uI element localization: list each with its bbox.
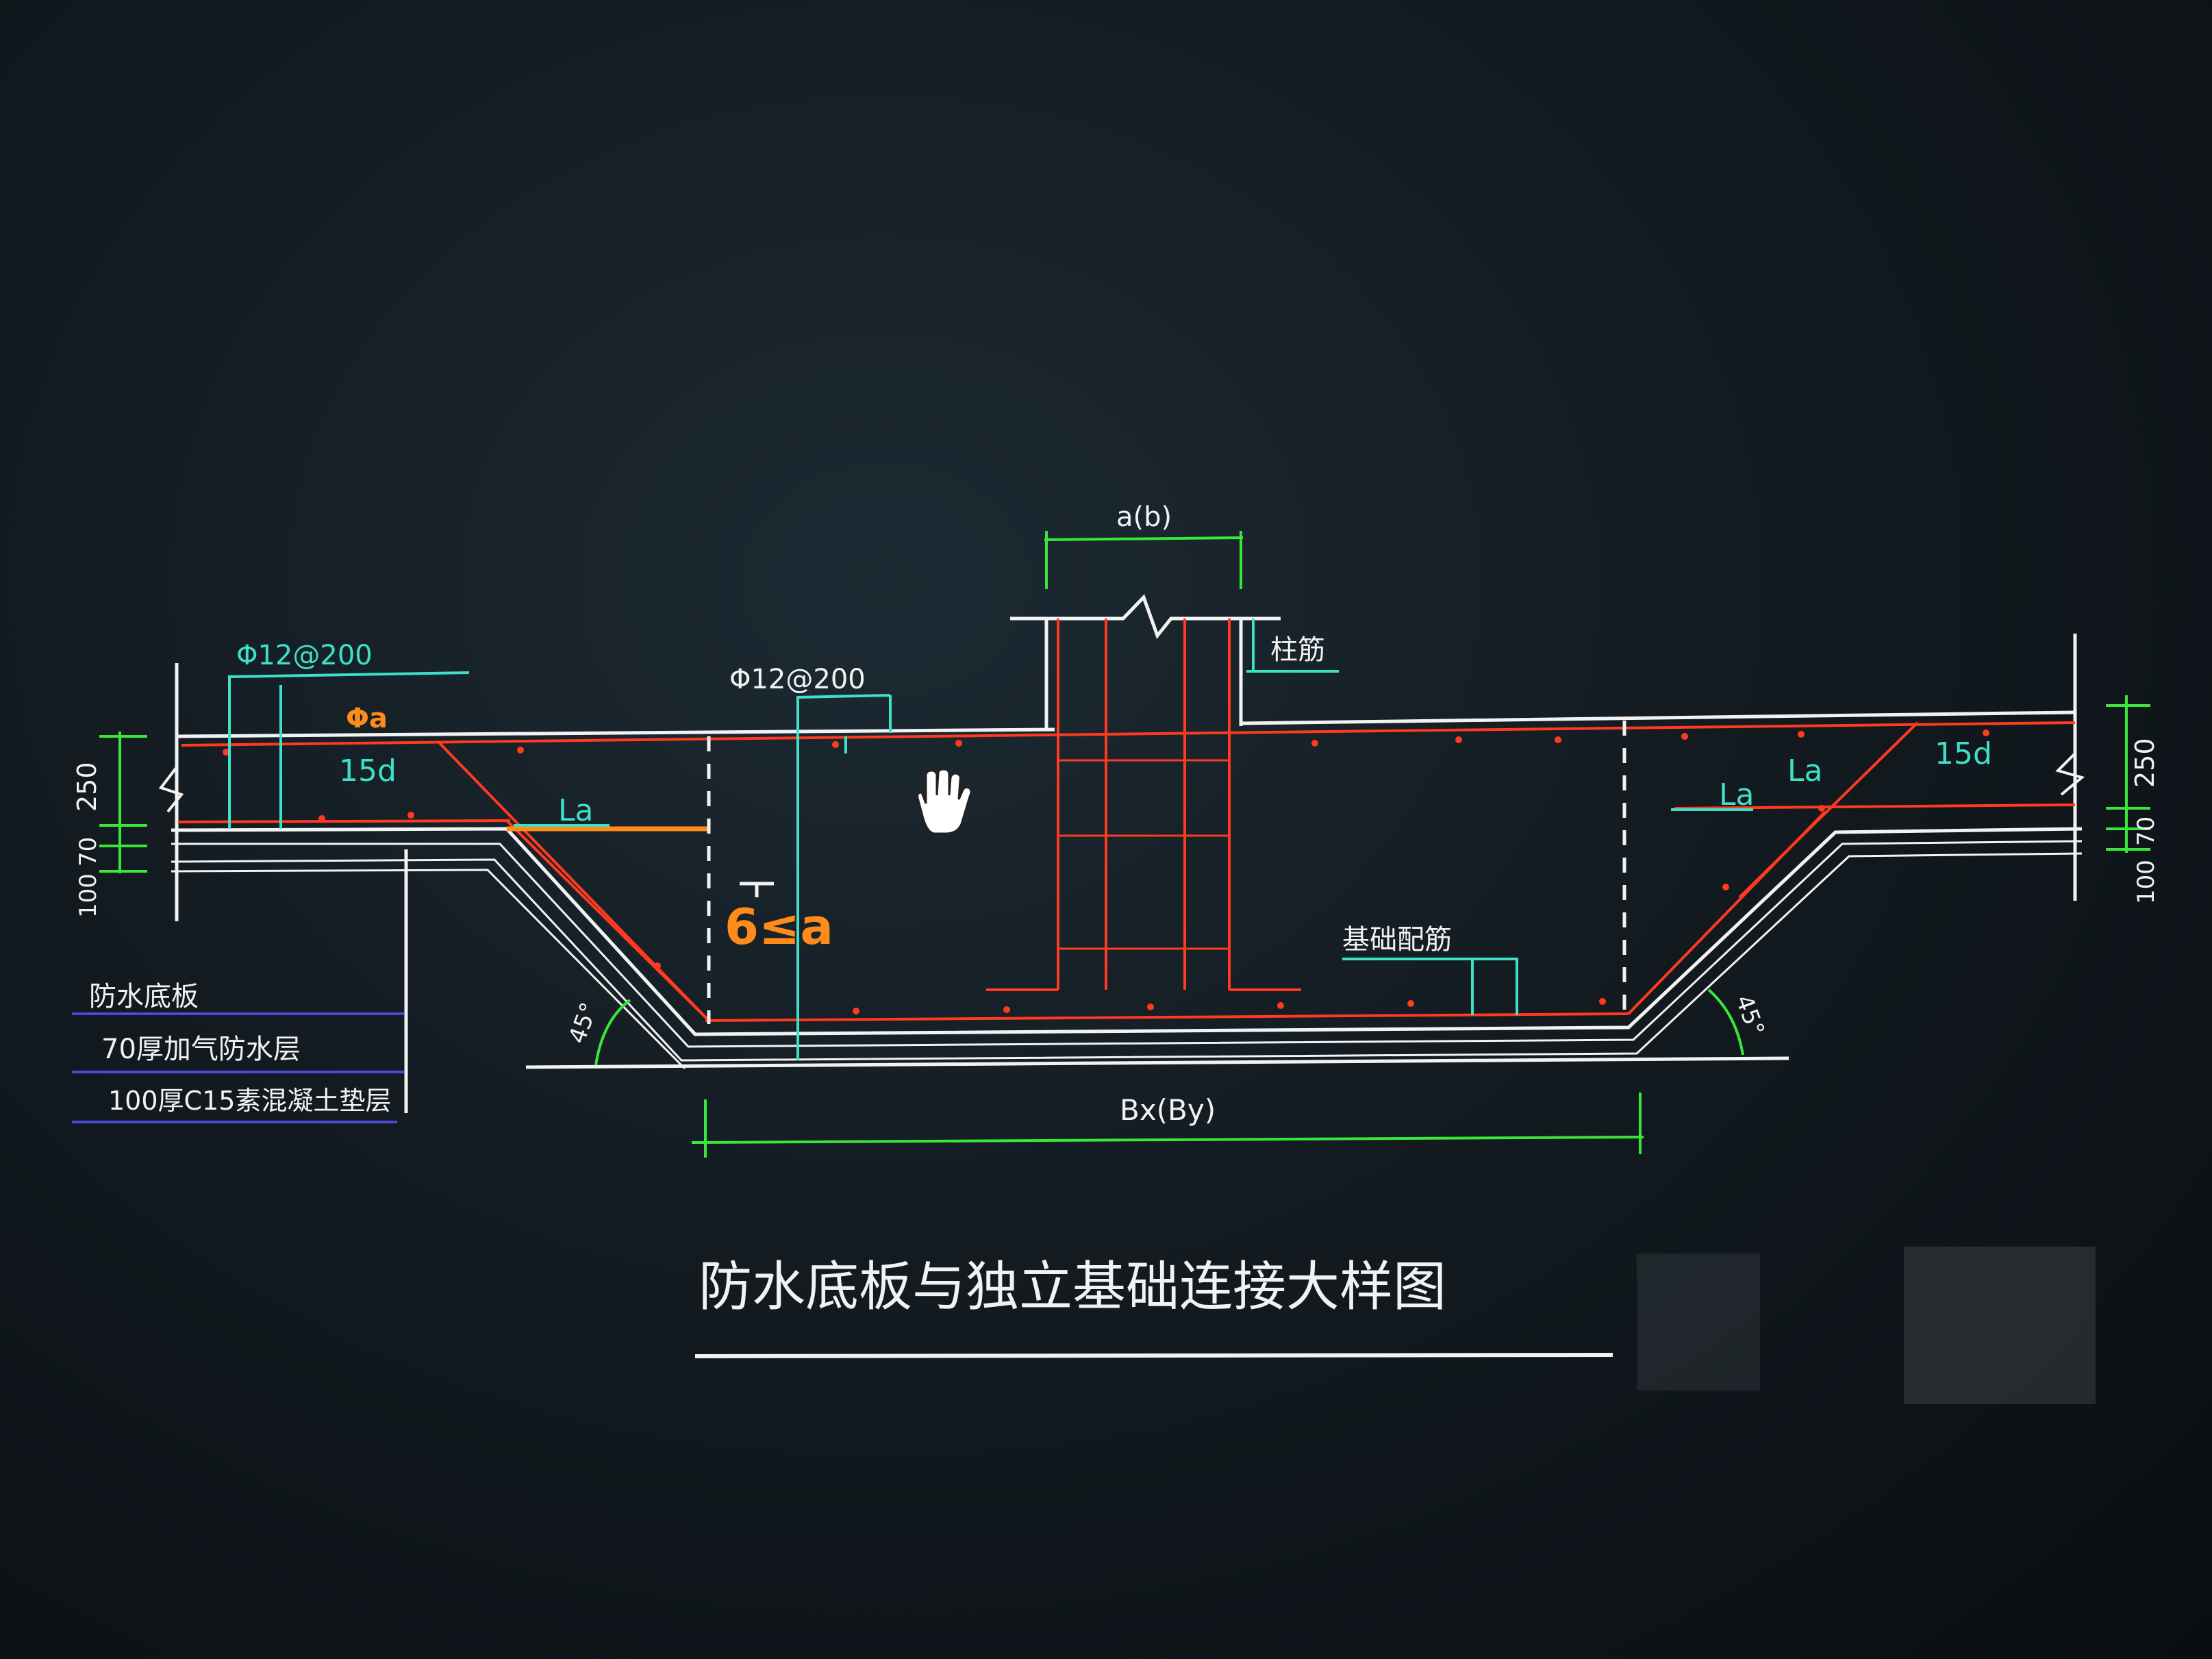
layer-line-3 [171, 852, 2083, 1062]
column-break-line [1010, 594, 1281, 640]
left-slope-rebar-2 [505, 819, 710, 1022]
rebar-dots [223, 729, 1989, 1014]
center-rebar-label: Φ12@200 [729, 664, 866, 695]
anchor-15d-right: 15d [1935, 736, 1992, 771]
legend-row-3: 100厚C15素混凝土垫层 [108, 1086, 391, 1116]
left-break-mark [158, 766, 184, 813]
left-bottom-rebar [177, 819, 511, 823]
dim-right-100: 100 [2133, 860, 2160, 904]
layer-line-4 [171, 869, 686, 1070]
layer-line-1 [171, 827, 2083, 1036]
screen-glare-2 [1637, 1253, 1760, 1390]
screen-glare-1 [1904, 1247, 2096, 1404]
hand-cursor-shape [916, 768, 972, 835]
slab-top-left [176, 727, 1055, 738]
foundation-bottom-rebar [705, 1012, 1629, 1022]
anchor-15d-left: 15d [339, 753, 397, 788]
layer-line-2 [171, 840, 2083, 1048]
dim-right-70: 70 [2133, 816, 2160, 846]
la-right-label-2: La [1787, 753, 1822, 788]
layer-legend: 防水底板 70厚加气防水层 100厚C15素混凝土垫层 [72, 981, 404, 1123]
right-bottom-rebar [1674, 803, 2076, 810]
foundation-edges [707, 721, 1626, 1024]
foundation-rebar-label: 基础配筋 [1342, 924, 1452, 956]
legend-row-1: 防水底板 [89, 981, 199, 1012]
orange-rebar-label: Φa [346, 703, 388, 734]
dim-right-250: 250 [2130, 738, 2160, 788]
column-rebar-label: 柱筋 [1270, 634, 1325, 666]
leader-foundation-rebar [1471, 958, 1518, 1015]
leader-center-rebar [796, 694, 891, 1060]
leaders [228, 619, 1753, 1060]
right-slope-rebar-2 [1738, 721, 1919, 899]
legend-row-2: 70厚加气防水层 [101, 1034, 301, 1065]
column-width-label: a(b) [1116, 501, 1172, 533]
base-width-label: Bx(By) [1120, 1093, 1216, 1127]
la-left-label: La [558, 793, 593, 828]
slab-top-right [1240, 710, 2076, 725]
ground-line [525, 1056, 1789, 1069]
rebar-group [177, 619, 2076, 1022]
angle-left-label: 45° [564, 999, 603, 1047]
title-underline [694, 1353, 1613, 1358]
dim-base-width [691, 1136, 1644, 1144]
dim-left-250: 250 [72, 762, 102, 812]
dim-left-70: 70 [75, 837, 102, 866]
angle-arc-left [594, 999, 631, 1066]
dim-column-width [1044, 536, 1244, 541]
left-rebar-label: Φ12@200 [236, 640, 373, 671]
angle-arc-right [1707, 988, 1744, 1056]
hand-cursor-icon[interactable] [916, 768, 972, 835]
right-break-mark [2055, 752, 2085, 796]
leader-left-rebar [228, 671, 470, 829]
top-rebar [181, 721, 2076, 747]
annotations: a(b) 柱筋 Φ12@200 Φ12@200 Φa 15d 15d La La… [72, 501, 2160, 1127]
dimensions [99, 531, 2150, 1158]
drawing-title: 防水底板与独立基础连接大样图 [699, 1256, 1446, 1318]
handwritten-note: 6≤a [725, 898, 833, 956]
dim-left-100: 100 [75, 873, 102, 918]
la-right-label-1: La [1719, 777, 1754, 812]
slab-outline [158, 594, 2085, 1113]
